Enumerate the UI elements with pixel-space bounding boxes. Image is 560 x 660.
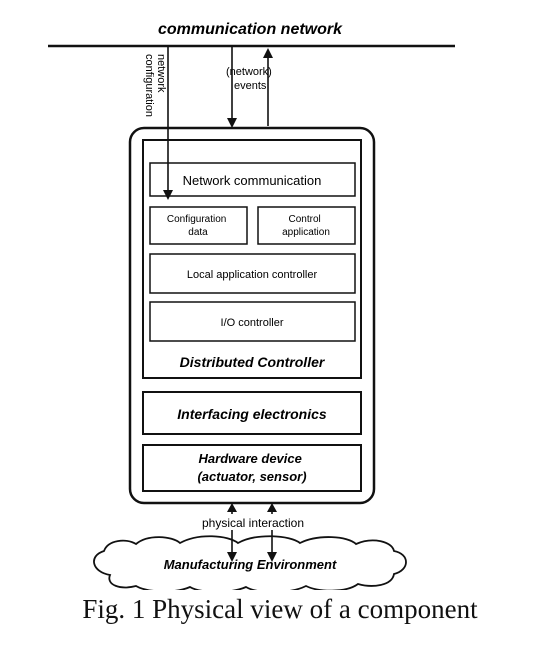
- hardware-device-label-line1: Hardware device: [199, 451, 302, 466]
- local-application-controller-box: [149, 253, 356, 294]
- physical-interaction-left-arrowhead-down: [227, 552, 237, 562]
- hardware-device-label: Hardware device (actuator, sensor): [197, 451, 306, 484]
- events-down-arrowhead: [227, 118, 237, 128]
- configuration-data-box: [149, 206, 248, 245]
- events-up-arrowhead: [263, 48, 273, 58]
- control-application-label-line2: application: [282, 227, 330, 238]
- hardware-device-box: [142, 444, 362, 492]
- network-events-label: (network) events: [226, 66, 275, 92]
- configuration-data-label: Configuration data: [167, 214, 229, 238]
- io-controller-label: I/O controller: [221, 317, 284, 329]
- figure-caption: Fig. 1 Physical view of a component: [82, 594, 478, 624]
- network-configuration-label-line1: network: [155, 54, 167, 93]
- physical-interaction-label: physical interaction: [202, 516, 304, 530]
- control-application-label: Control application: [282, 214, 330, 238]
- network-bus-label: communication network: [158, 21, 343, 38]
- io-controller-box: [149, 301, 356, 342]
- distributed-controller-box: [142, 139, 362, 379]
- network-configuration-label: network configuration: [143, 54, 167, 117]
- interfacing-electronics-box: [142, 391, 362, 435]
- local-application-controller-label: Local application controller: [187, 269, 318, 281]
- physical-interaction-label-bg: [180, 514, 330, 530]
- interfacing-electronics-label: Interfacing electronics: [177, 406, 327, 422]
- component-outer-box: [128, 126, 376, 505]
- configuration-data-label-line2: data: [188, 227, 208, 238]
- network-communication-box: [149, 162, 356, 197]
- hardware-device-label-line2: (actuator, sensor): [197, 469, 306, 484]
- component-diagram: communication network network configurat…: [48, 21, 455, 590]
- physical-interaction-left-arrowhead-up: [227, 503, 237, 512]
- physical-interaction-right-arrowhead-up: [267, 503, 277, 512]
- configuration-data-label-line1: Configuration: [167, 214, 226, 225]
- control-application-label-line1: Control: [288, 214, 320, 225]
- control-application-box: [257, 206, 356, 245]
- network-events-label-line1: (network): [226, 66, 272, 78]
- distributed-controller-title: Distributed Controller: [180, 354, 326, 370]
- network-communication-label: Network communication: [183, 173, 322, 188]
- manufacturing-environment-cloud: [93, 535, 407, 590]
- network-configuration-label-line2: configuration: [143, 54, 155, 117]
- physical-interaction-right-arrowhead-down: [267, 552, 277, 562]
- network-events-label-line2: events: [234, 80, 267, 92]
- config-arrowhead: [163, 190, 173, 200]
- manufacturing-environment-label: Manufacturing Environment: [164, 557, 337, 572]
